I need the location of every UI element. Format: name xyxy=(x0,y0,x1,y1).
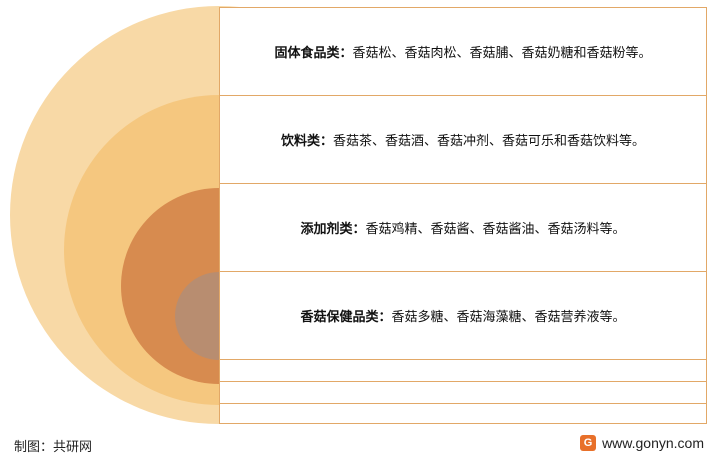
row-label: 添加剂类： xyxy=(300,221,366,236)
row-text: 香菇鸡精、香菇酱、香菇酱油、香菇汤料等。 xyxy=(365,221,626,236)
footer-site: G www.gonyn.com xyxy=(580,435,704,451)
row-text: 香菇松、香菇肉松、香菇脯、香菇奶糖和香菇粉等。 xyxy=(352,45,652,60)
row-solid-food: 固体食品类： 香菇松、香菇肉松、香菇脯、香菇奶糖和香菇粉等。 xyxy=(219,7,707,96)
footer-credit: 制图：共研网 xyxy=(14,439,93,454)
row-empty-2 xyxy=(219,381,707,404)
row-text: 香菇多糖、香菇海藻糖、香菇营养液等。 xyxy=(391,309,626,324)
site-url: www.gonyn.com xyxy=(602,435,704,451)
row-empty-3 xyxy=(219,403,707,424)
gonyn-logo-icon: G xyxy=(580,435,597,451)
row-additive: 添加剂类： 香菇鸡精、香菇酱、香菇酱油、香菇汤料等。 xyxy=(219,183,707,272)
row-beverage: 饮料类： 香菇茶、香菇酒、香菇冲剂、香菇可乐和香菇饮料等。 xyxy=(219,95,707,184)
row-health-product: 香菇保健品类： 香菇多糖、香菇海藻糖、香菇营养液等。 xyxy=(219,271,707,360)
row-empty-1 xyxy=(219,359,707,382)
row-text: 香菇茶、香菇酒、香菇冲剂、香菇可乐和香菇饮料等。 xyxy=(333,133,646,148)
row-label: 固体食品类： xyxy=(274,45,353,60)
row-label: 香菇保健品类： xyxy=(300,309,392,324)
row-label: 饮料类： xyxy=(280,133,333,148)
